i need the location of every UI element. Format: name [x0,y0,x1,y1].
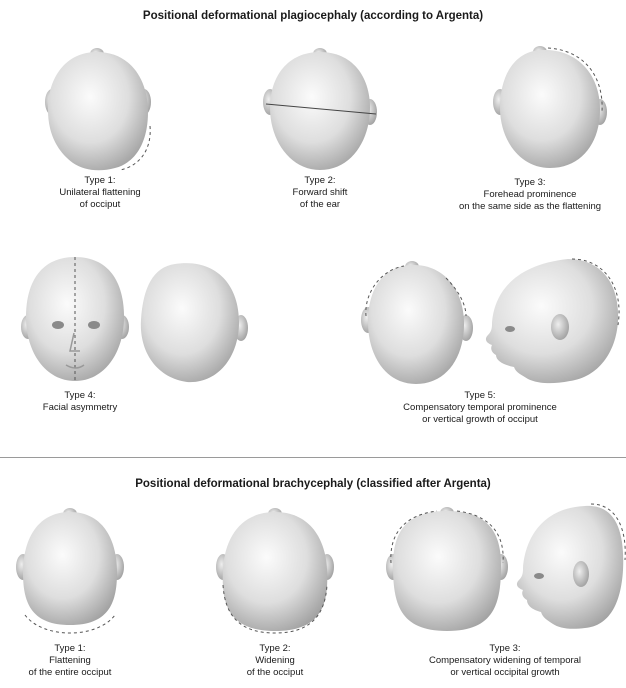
head-outline [368,265,464,384]
head-outline [500,50,600,168]
type5-top-head [360,258,475,388]
caption-s1-type3: Type 3: Forehead prominence on the same … [440,177,620,213]
type3-brachy-profile-head [515,500,626,640]
type4-face [20,255,130,385]
caption-s1-type4: Type 4: Facial asymmetry [20,390,140,414]
type3-plagio-head [490,42,610,174]
type2-brachy-head [215,505,335,640]
caption-s2-type3: Type 3: Compensatory widening of tempora… [400,643,610,679]
left-eye [52,321,64,329]
ear [551,314,569,340]
type1-plagio-head [40,44,160,174]
type4-skewed-head [135,258,250,388]
caption-s1-type2: Type 2: Forward shift of the ear [240,175,400,211]
caption-s2-type1: Type 1: Flattening of the entire occiput [0,643,140,679]
head-outline [48,52,148,170]
type5-profile-head [482,255,622,390]
head-profile-outline [517,506,623,629]
right-eye [88,321,100,329]
eye [534,573,544,579]
head-outline [23,512,117,625]
section-title-plagiocephaly: Positional deformational plagiocephaly (… [0,10,626,22]
section-title-brachycephaly: Positional deformational brachycephaly (… [0,478,626,490]
type1-brachy-head [15,505,125,645]
head-outline [141,263,239,382]
section-divider [0,457,626,458]
caption-s1-type1: Type 1: Unilateral flattening of occiput [20,175,180,211]
caption-s2-type2: Type 2: Widening of the occiput [205,643,345,679]
type2-plagio-head [260,44,380,174]
ear [573,561,589,587]
head-outline [393,511,501,631]
type3-brachy-top-head [385,505,510,640]
head-outline [223,512,328,631]
eye [505,326,515,332]
head-outline [270,52,370,170]
caption-s1-type5: Type 5: Compensatory temporal prominence… [380,390,580,426]
